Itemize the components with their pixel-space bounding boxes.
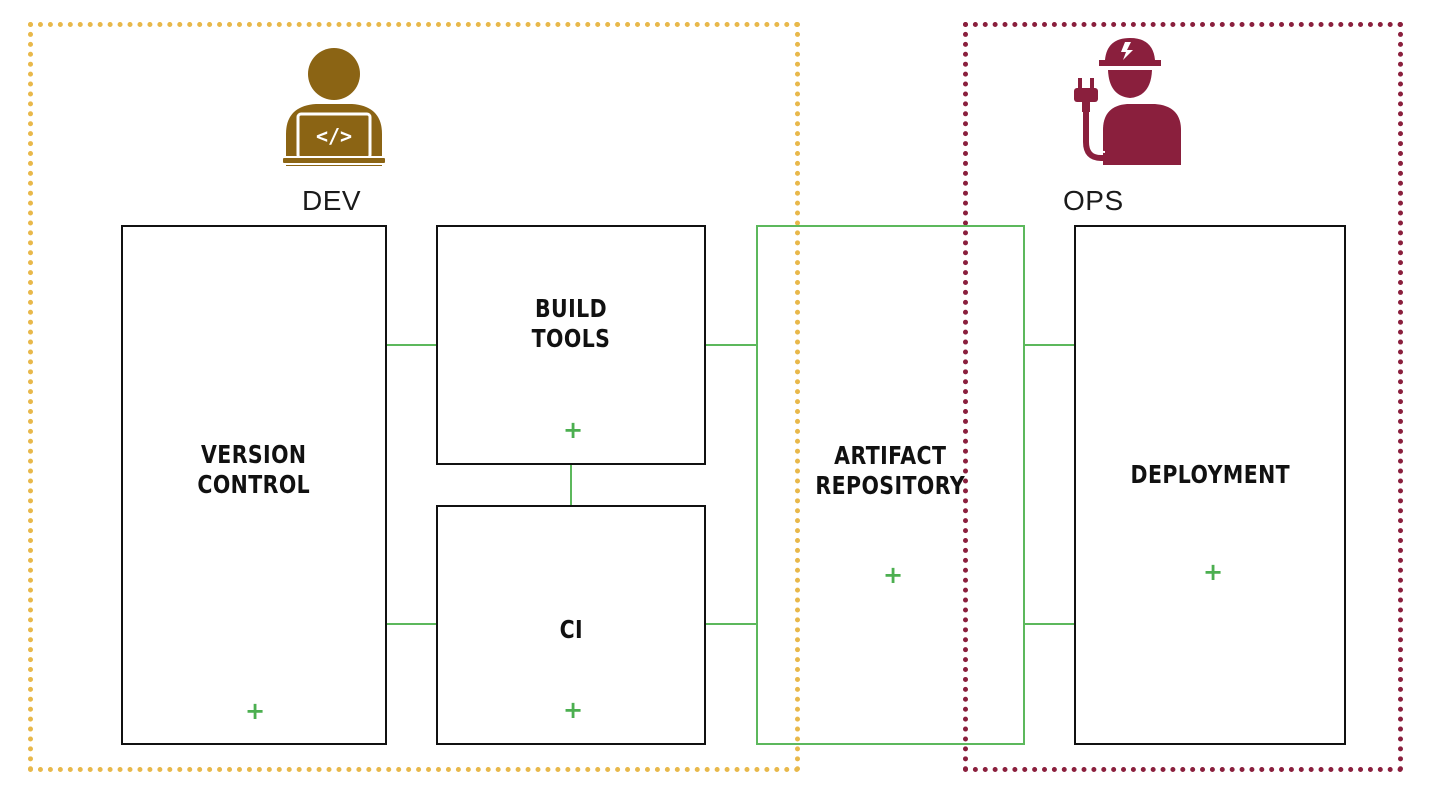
connector-artifact-deploy-bottom xyxy=(1025,623,1074,625)
build-tools-add-button[interactable]: + xyxy=(563,416,584,444)
connector-vc-build xyxy=(387,344,436,346)
connector-ci-artifact xyxy=(706,623,756,625)
build-tools-title: BUILD TOOLS xyxy=(531,294,611,353)
ci-block[interactable]: CI + xyxy=(436,505,706,745)
connector-build-ci xyxy=(570,465,572,505)
ci-add-button[interactable]: + xyxy=(563,696,584,724)
build-tools-block[interactable]: BUILD TOOLS + xyxy=(436,225,706,465)
developer-laptop-icon: </> xyxy=(281,48,387,166)
dev-group-frame xyxy=(28,22,800,772)
artifact-repository-add-button[interactable]: + xyxy=(883,561,904,589)
engineer-hardhat-plug-icon xyxy=(1074,38,1181,165)
ci-title: CI xyxy=(559,615,583,644)
ops-group-frame xyxy=(963,22,1403,772)
version-control-title: VERSION CONTROL xyxy=(197,440,311,499)
artifact-repository-title: ARTIFACT REPOSITORY xyxy=(815,441,966,500)
artifact-repository-block[interactable]: ARTIFACT REPOSITORY + xyxy=(756,225,1025,745)
connector-artifact-deploy-top xyxy=(1025,344,1074,346)
deployment-block[interactable]: DEPLOYMENT + xyxy=(1074,225,1346,745)
deployment-add-button[interactable]: + xyxy=(1203,558,1224,586)
dev-group-label: DEV xyxy=(302,185,362,216)
deployment-title: DEPLOYMENT xyxy=(1130,460,1290,489)
svg-text:</>: </> xyxy=(316,124,352,148)
connector-vc-ci xyxy=(387,623,436,625)
connector-build-artifact xyxy=(706,344,756,346)
version-control-block[interactable]: VERSION CONTROL + xyxy=(121,225,387,745)
version-control-add-button[interactable]: + xyxy=(245,697,266,725)
ops-group-label: OPS xyxy=(1063,185,1124,216)
